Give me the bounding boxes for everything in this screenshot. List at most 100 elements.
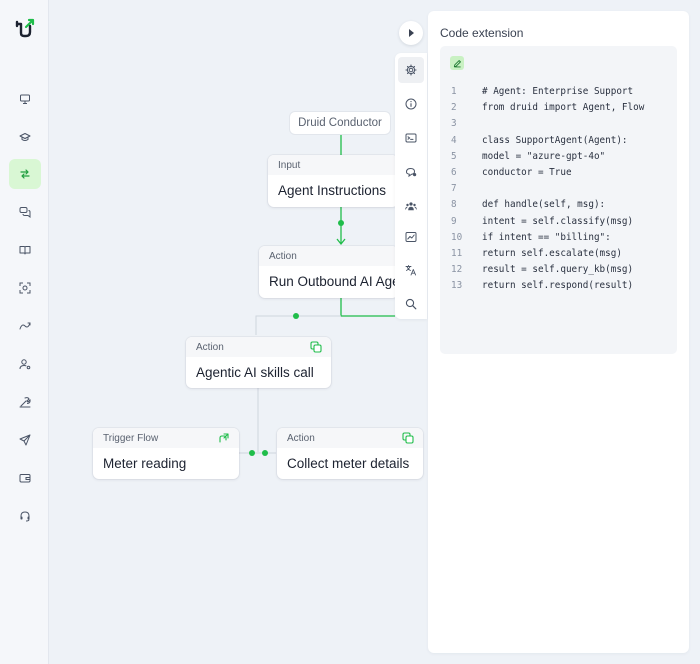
graduation-cap-icon	[19, 133, 31, 141]
code-text: class SupportAgent(Agent):	[482, 134, 628, 146]
code-text: return self.respond(result)	[482, 280, 634, 292]
flow-canvas[interactable]	[49, 0, 430, 664]
tool-settings[interactable]	[398, 57, 424, 83]
tools-icon	[19, 397, 31, 408]
code-text: # Agent: Enterprise Support	[482, 86, 634, 97]
node-type-label: Input	[268, 155, 398, 175]
sidebar-item-recognition[interactable]	[9, 273, 41, 303]
line-number: 5	[451, 150, 457, 162]
wallet-icon	[19, 474, 31, 483]
code-text: def handle(self, msg):	[482, 199, 606, 211]
code-line: 13 return self.respond(result)	[440, 278, 677, 294]
panel-title: Code extension	[440, 26, 524, 40]
code-line: 5 model = "azure-gpt-4o"	[440, 149, 677, 165]
node-collect-meter-details[interactable]: Action Collect meter details	[277, 428, 423, 479]
sidebar-item-routing[interactable]	[9, 311, 41, 341]
node-type-label: Action	[259, 246, 398, 266]
tool-analytics[interactable]	[398, 224, 424, 250]
sidebar-item-tools[interactable]	[9, 387, 41, 417]
line-number: 7	[451, 183, 457, 195]
node-meter-reading[interactable]: Trigger Flow Meter reading	[93, 428, 239, 479]
line-number: 4	[451, 134, 457, 146]
flows-icon	[20, 169, 30, 179]
caret-right-icon	[409, 29, 414, 37]
chat-icon	[405, 167, 417, 178]
conductor-label[interactable]: Druid Conductor	[290, 112, 390, 134]
node-title: Meter reading	[103, 456, 187, 471]
book-icon	[19, 246, 31, 255]
copy-action-icon	[402, 432, 414, 444]
analytics-icon	[405, 232, 417, 242]
code-line: 4 class SupportAgent(Agent):	[440, 133, 677, 149]
tool-terminal[interactable]	[398, 125, 424, 151]
line-number: 9	[451, 215, 457, 227]
line-number: 6	[451, 166, 457, 178]
sidebar-item-billing[interactable]	[9, 463, 41, 493]
scan-face-icon	[19, 282, 31, 294]
line-number: 1	[451, 86, 457, 97]
line-number: 10	[451, 231, 463, 243]
code-text: return self.escalate(msg)	[482, 247, 622, 259]
line-number: 13	[451, 280, 463, 292]
node-agent-instructions[interactable]: Input Agent Instructions	[268, 155, 398, 207]
sidebar-item-channels[interactable]	[9, 425, 41, 455]
node-run-outbound-agent[interactable]: Action Run Outbound AI Agent	[259, 246, 398, 298]
node-title: Run Outbound AI Agent	[269, 274, 398, 289]
chat-bubbles-icon	[19, 207, 31, 218]
tool-info[interactable]	[398, 91, 424, 117]
code-line: 7	[440, 181, 677, 197]
sidebar-item-users[interactable]	[9, 349, 41, 379]
code-text: conductor = True	[482, 166, 572, 178]
sidebar-item-learning[interactable]	[9, 122, 41, 152]
node-type-text: Action	[287, 433, 315, 444]
trigger-flow-icon	[219, 433, 229, 443]
line-number: 12	[451, 264, 463, 276]
tool-rail	[395, 53, 427, 319]
headset-icon	[20, 511, 30, 522]
code-text: model = "azure-gpt-4o"	[482, 150, 606, 162]
code-text: from druid import Agent, Flow	[482, 102, 645, 114]
code-line: 6 conductor = True	[440, 165, 677, 181]
code-text: intent = self.classify(msg)	[482, 215, 634, 227]
edit-code-button[interactable]	[450, 56, 464, 70]
node-agentic-skills-call[interactable]: Action Agentic AI skills call	[186, 337, 331, 388]
tool-team[interactable]	[398, 193, 424, 219]
sidebar-item-conversations[interactable]	[9, 197, 41, 227]
info-icon	[405, 98, 417, 110]
code-editor[interactable]: 1 # Agent: Enterprise Support 2 from druid …	[440, 46, 677, 354]
sidebar	[0, 0, 49, 664]
code-line: 11 return self.escalate(msg)	[440, 246, 677, 262]
node-title: Agentic AI skills call	[196, 365, 314, 380]
collapse-panel-button[interactable]	[399, 21, 423, 45]
sidebar-item-support[interactable]	[9, 501, 41, 531]
search-icon	[405, 298, 417, 310]
tool-chat[interactable]	[398, 159, 424, 185]
line-number: 2	[451, 102, 457, 114]
code-text: result = self.query_kb(msg)	[482, 264, 634, 276]
node-type-text: Trigger Flow	[103, 433, 159, 444]
node-title: Agent Instructions	[278, 183, 387, 198]
code-lines: 1 # Agent: Enterprise Support 2 from druid …	[440, 84, 677, 294]
node-title: Collect meter details	[287, 456, 410, 471]
code-line: 9 intent = self.classify(msg)	[440, 214, 677, 230]
copy-action-icon	[310, 341, 322, 353]
translate-icon	[405, 265, 417, 276]
send-icon	[19, 434, 31, 446]
sidebar-item-flows[interactable]	[9, 159, 41, 189]
sidebar-item-dashboard[interactable]	[9, 84, 41, 114]
node-type-label: Action	[277, 428, 423, 448]
sidebar-item-knowledge[interactable]	[9, 235, 41, 265]
code-line: 12 result = self.query_kb(msg)	[440, 262, 677, 278]
line-number: 11	[451, 247, 463, 259]
node-type-label: Action	[186, 337, 331, 357]
druid-logo[interactable]	[14, 18, 36, 40]
node-type-text: Action	[196, 342, 224, 353]
pencil-icon	[453, 59, 461, 67]
code-line: 1 # Agent: Enterprise Support	[440, 84, 677, 100]
code-extension-panel: Code extension 1 # Agent: Enterprise Supp…	[428, 11, 689, 653]
tool-translate[interactable]	[398, 257, 424, 283]
terminal-icon	[405, 133, 417, 143]
tool-search[interactable]	[398, 291, 424, 317]
